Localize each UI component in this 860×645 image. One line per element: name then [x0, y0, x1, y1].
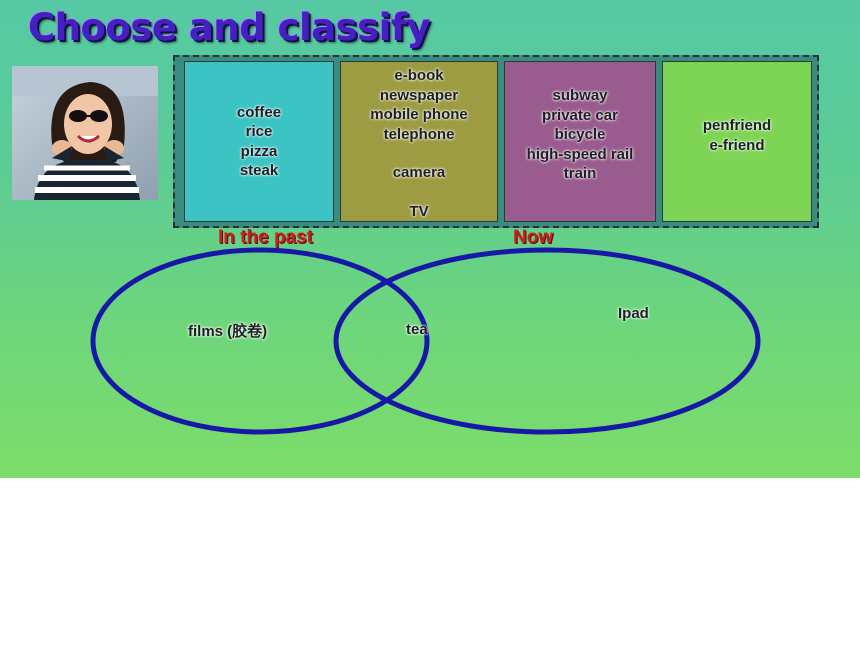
- venn-diagram: [90, 247, 761, 435]
- venn-right-text: Ipad: [618, 305, 649, 322]
- label-in-the-past: In the past: [218, 227, 314, 248]
- word-item: newspaper: [379, 86, 459, 104]
- slide-title: Choose and classify: [28, 6, 431, 49]
- venn-right-circle: [333, 247, 761, 435]
- transport-column: subway private car bicycle high-speed ra…: [504, 61, 656, 222]
- word-item: e-friend: [709, 136, 765, 154]
- friends-column: penfriend e-friend: [662, 61, 812, 222]
- vocabulary-board: coffee rice pizza steak e-book newspaper…: [173, 55, 819, 228]
- venn-intersection-text: tea: [406, 321, 428, 338]
- word-item: penfriend: [702, 117, 772, 134]
- word-item: coffee: [236, 103, 282, 121]
- word-item: private car: [542, 106, 618, 124]
- label-now: Now: [513, 227, 554, 248]
- girl-photo-image: [12, 66, 158, 200]
- word-item: rice: [245, 123, 273, 140]
- word-item: pizza: [240, 142, 278, 160]
- word-item: mobile phone: [370, 106, 468, 123]
- word-item: subway: [552, 87, 608, 104]
- word-item: e-book: [394, 67, 444, 84]
- word-item: bicycle: [554, 126, 606, 143]
- girl-photo: [12, 66, 158, 200]
- word-item: camera: [392, 164, 446, 181]
- word-item: TV: [409, 202, 429, 220]
- food-column: coffee rice pizza steak: [184, 61, 334, 222]
- word-item: train: [563, 165, 597, 182]
- word-item: steak: [239, 162, 279, 179]
- venn-left-circle: [90, 247, 430, 435]
- slide: Choose and classify: [0, 0, 860, 478]
- word-item: high-speed rail: [526, 145, 634, 163]
- venn-left-text: films (胶卷): [188, 323, 268, 340]
- media-column: e-book newspaper mobile phone telephone …: [340, 61, 498, 222]
- word-item: telephone: [383, 125, 455, 143]
